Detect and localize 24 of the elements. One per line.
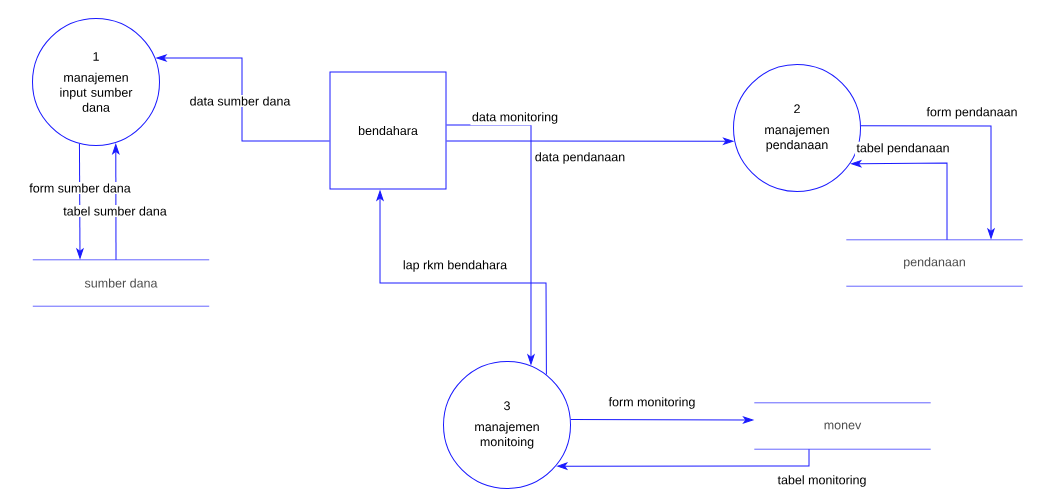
arrow <box>860 125 995 239</box>
data-store: monev <box>753 402 932 450</box>
arrow <box>446 124 535 365</box>
arrow <box>446 137 734 145</box>
edge-label: data sumber dana <box>188 94 292 108</box>
edge-label: tabel sumber dana <box>61 204 169 218</box>
arrow <box>851 160 948 241</box>
edge-label: tabel pendanaan <box>854 141 952 157</box>
edge-label: form sumber dana <box>27 181 133 195</box>
arrow <box>557 448 810 470</box>
edge-label: data monitoring <box>470 110 560 126</box>
edge-label: form monitoring <box>607 395 697 411</box>
data-store: pendanaan <box>845 239 1024 287</box>
arrow <box>376 190 547 376</box>
edge-label: form pendanaan <box>925 105 1020 121</box>
edge-label: data pendanaan <box>533 150 627 166</box>
arrow <box>570 416 754 424</box>
arrow <box>76 143 84 259</box>
edge-label: tabel monitoring <box>776 473 868 489</box>
arrow <box>156 54 330 142</box>
data-store: sumber dana <box>32 259 210 307</box>
edge-label: lap rkm bendahara <box>401 258 509 274</box>
arrow <box>112 143 120 261</box>
entity-box: bendahara <box>329 71 447 190</box>
